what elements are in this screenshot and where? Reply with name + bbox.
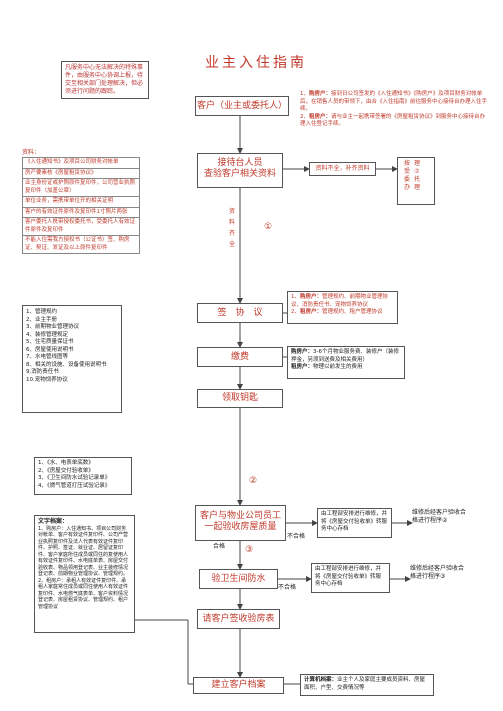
customer-box: 客户（业主或委托人） xyxy=(195,96,289,116)
docs-item: 4、装修管理规定 xyxy=(26,331,68,338)
form-item: 2、《房屋交付验收单》 xyxy=(38,467,94,474)
sign-note-2: 2、租房户：管理规约、租户管理协议 xyxy=(291,309,383,315)
docs-item: 7、水电管线图等 xyxy=(26,354,68,360)
forms-list: 1、《水、电表单底数》 2、《房屋交付验收单》 3、《卫生间防水试验记录单》 4… xyxy=(34,457,132,495)
inspect-line-2: 一起验收房屋质量 xyxy=(204,522,277,532)
docs-item: 8、相关的设施、设备使用说明书 xyxy=(26,361,107,368)
archive-note-label: 计算机档案： xyxy=(304,677,338,683)
vertical-label: 资料齐全 xyxy=(229,208,236,248)
material-row: 单位业务，需携带单位开的相关证明 xyxy=(23,197,139,208)
docs-item: 5、住宅质量保证书 xyxy=(26,339,74,345)
docs-item: 9.消防责任书 xyxy=(26,369,59,375)
incomplete-box: 资料不全，补齐资料 xyxy=(309,162,376,176)
qualified-label: 合格 xyxy=(213,543,226,550)
archive-box: 建立客户档案 xyxy=(193,677,284,694)
unqualified-label-1: 不合格 xyxy=(287,533,306,540)
material-row: 客户的有效证件原件及复印件1寸照片两张 xyxy=(23,208,139,218)
docs-item: 1、管理规约 xyxy=(26,309,57,315)
owner-note-2: 2、租房户：请与业主一起携带签署的《房屋租赁协议》到服务中心接待台办理入住登记手… xyxy=(300,113,486,128)
form-item: 1、《水、电表单底数》 xyxy=(38,460,94,466)
archive-note-text: 业主个人及家庭主要成员资料、房屋面积、户型、交费情况等 xyxy=(304,677,426,691)
keys-box: 领取钥匙 xyxy=(197,389,283,408)
materials-title: 资料： xyxy=(22,149,41,156)
recheck-2: 维修后经客户验收合格进行程序③ xyxy=(410,565,465,580)
owner-note-1: 1、购房户：接到日公司签发的《入住通知书》《购房户》及项目财务对帐单后，在销售人… xyxy=(300,91,488,112)
docs-list: 1、管理规约 2、业主手册 3、前期物业管理协议 4、装修管理规定 5、住宅质量… xyxy=(22,305,122,413)
docs-item: 2、业主手册 xyxy=(26,316,57,323)
material-row: 房产要素核《房屋租赁协议》 xyxy=(23,169,139,179)
circle-3: ③ xyxy=(245,545,254,555)
toilet-box: 验卫生间防水 xyxy=(199,569,278,589)
owner-notes: 1、购房户：接到日公司签发的《入住通知书》《购房户》及项目财务对帐单后，在销售人… xyxy=(300,91,490,129)
pay-note-1: 购房户：3-6个月物业服务费、装修户（装修押金，另须到送费及相关费用） xyxy=(291,349,399,363)
pay-box: 缴费 xyxy=(197,347,283,367)
accept-box: 请客户签收验房表 xyxy=(197,609,280,629)
text-archive-body: 1、购房户：入住通知书、项目公司财务对帐单、客户有效证件复印件、公司产营业执照复… xyxy=(38,525,129,610)
form-item: 4、《燃气管道打压试验记录》 xyxy=(38,482,111,489)
sign-notes: 1、购房户：管理规约、前期物业管理协议、消防责任书、宠物饲养协议 2、租房户：管… xyxy=(287,291,398,324)
reception-box: 接待台人员 查验客户相关资料 xyxy=(197,153,283,188)
pay-note-2: 租房户：物理以前发生的费用 xyxy=(291,364,363,370)
notice-box: 凡服务中心无法解决的特殊事件，由服务中心协调上报，待交至相关部门处理解决，但必须… xyxy=(61,61,149,99)
materials-table: 《入住通知书》及项目公司财务对帐单 房产要素核《房屋租赁协议》 业主身份证或护照… xyxy=(22,157,140,254)
material-row: 不能入住需我方授权书（公证书）签、购房证、契证、发证及以上原件复印件 xyxy=(25,237,130,251)
material-row: 《入住通知书》及项目公司财务对帐单 xyxy=(23,158,139,169)
sign-note-1: 1、购房户：管理规约、前期物业管理协议、消防责任书、宠物饲养协议 xyxy=(291,294,389,308)
reception-line-1: 接待台人员 xyxy=(217,158,263,168)
circle-2: ② xyxy=(249,476,258,486)
agent-box: 按理受⑦委托办理 xyxy=(397,157,435,205)
text-archive-box: 文字档案： 1、购房户：入住通知书、项目公司财务对帐单、客户有效证件复印件、公司… xyxy=(34,515,135,633)
page-title: 业主入住指南 xyxy=(205,55,307,71)
docs-item: 6、房屋使用说明书 xyxy=(26,346,74,353)
repair-box-2: 由工程部安排进行维修，并将《房屋交付验收单》转服务中心存档 xyxy=(311,563,390,593)
sign-box: 签 协 议 xyxy=(197,303,283,323)
reception-line-2: 查验客户相关资料 xyxy=(203,169,276,179)
unqualified-label-2: 不合格 xyxy=(278,584,297,591)
docs-item: 10.宠物饲养协议 xyxy=(26,376,68,383)
pay-notes: 购房户：3-6个月物业服务费、装修户（装修押金，另须到送费及相关费用） 租房户：… xyxy=(287,346,405,379)
inspect-box: 客户与物业公司员工 一起验收房屋质量 xyxy=(195,505,286,541)
archive-note: 计算机档案：业主个人及家庭主要成员资料、房屋面积、户型、交费情况等 xyxy=(300,674,434,696)
circle-1: ① xyxy=(264,222,273,232)
repair-box-1: 由工程部安排进行维修，并将《房屋交付验收单》转服务中心存档 xyxy=(317,508,392,538)
docs-item: 3、前期物业管理协议 xyxy=(26,324,79,330)
notice-text: 凡服务中心无法解决的特殊事件，由服务中心协调上报，待交至相关部门处理解决，但必须… xyxy=(65,64,144,95)
material-row: 客户委托人携带授权委托书，受委托人有效证件原件及复印件 xyxy=(23,218,139,236)
material-row: 业主身份证或护照原件复印件，公司营业执照复印件（加盖公章） xyxy=(23,179,139,197)
text-archive-title: 文字档案： xyxy=(38,518,69,525)
form-item: 3、《卫生间防水试验记录单》 xyxy=(38,475,111,481)
recheck-1: 维修后经客户验收合格进行程序② xyxy=(412,509,467,524)
inspect-line-1: 客户与物业公司员工 xyxy=(199,511,281,521)
